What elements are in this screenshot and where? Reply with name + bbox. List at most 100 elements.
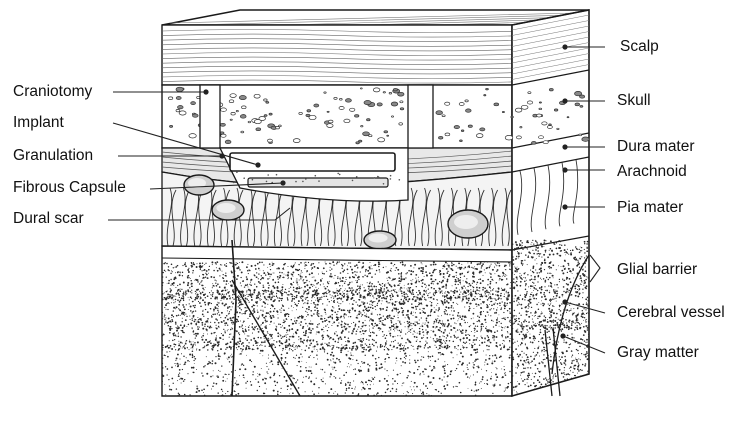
stipple-dot	[404, 302, 406, 304]
stipple-dot	[184, 347, 186, 349]
stipple-dot	[282, 305, 284, 307]
stipple-dot	[212, 286, 213, 287]
stipple-dot	[231, 354, 232, 355]
stipple-dot	[351, 281, 352, 282]
stipple-dot	[356, 272, 357, 273]
stipple-dot	[410, 273, 412, 275]
stipple-dot	[506, 297, 507, 298]
stipple-dot	[290, 265, 292, 267]
stipple-dot	[552, 305, 554, 307]
stipple-dot	[386, 335, 387, 336]
stipple-dot	[413, 386, 414, 387]
stipple-dot	[496, 357, 497, 358]
stipple-dot	[430, 315, 432, 317]
stipple-dot	[267, 296, 269, 298]
stipple-dot	[322, 338, 323, 339]
stipple-dot	[553, 243, 555, 245]
stipple-dot	[338, 305, 339, 306]
stipple-dot	[185, 262, 186, 263]
stipple-dot	[456, 266, 457, 267]
stipple-dot	[388, 375, 389, 376]
stipple-dot	[275, 282, 277, 284]
stipple-dot	[253, 292, 254, 293]
stipple-dot	[445, 287, 447, 289]
stipple-dot	[299, 286, 300, 287]
stipple-dot	[384, 378, 386, 380]
stipple-dot	[423, 335, 424, 336]
stipple-dot	[496, 368, 497, 369]
stipple-dot	[312, 391, 313, 392]
stipple-dot	[330, 388, 332, 390]
stipple-dot	[300, 338, 302, 340]
stipple-dot	[379, 323, 380, 324]
stipple-dot	[241, 291, 242, 292]
stipple-dot	[497, 307, 498, 308]
stipple-dot	[400, 281, 402, 283]
stipple-dot	[357, 280, 358, 281]
stipple-dot	[318, 316, 319, 317]
stipple-dot	[453, 357, 454, 358]
stipple-dot	[212, 386, 214, 388]
stipple-dot	[417, 323, 418, 324]
stipple-dot	[414, 296, 415, 297]
stipple-dot	[270, 274, 272, 276]
stipple-dot	[311, 272, 313, 274]
stipple-dot	[364, 298, 365, 299]
stipple-dot	[268, 354, 269, 355]
stipple-dot	[351, 298, 353, 300]
stipple-dot	[212, 360, 214, 362]
stipple-dot	[300, 297, 301, 298]
stipple-dot	[210, 342, 212, 344]
stipple-dot	[288, 308, 289, 309]
stipple-dot	[487, 349, 488, 350]
stipple-dot	[384, 288, 385, 289]
stipple-dot	[584, 314, 585, 315]
stipple-dot	[269, 314, 270, 315]
stipple-dot	[576, 249, 577, 250]
stipple-dot	[389, 317, 390, 318]
stipple-dot	[265, 318, 266, 319]
stipple-dot	[407, 294, 408, 295]
stipple-dot	[239, 354, 240, 355]
stipple-dot	[580, 277, 582, 279]
stipple-dot	[493, 308, 494, 309]
stipple-dot	[320, 344, 322, 346]
stipple-dot	[382, 283, 383, 284]
stipple-dot	[458, 284, 459, 285]
stipple-dot	[182, 295, 184, 297]
stipple-dot	[292, 336, 294, 338]
stipple-dot	[243, 342, 244, 343]
stipple-dot	[492, 355, 493, 356]
stipple-dot	[203, 277, 205, 279]
stipple-dot	[553, 327, 554, 328]
stipple-dot	[411, 280, 412, 281]
stipple-dot	[501, 323, 502, 324]
stipple-dot	[357, 282, 358, 283]
stipple-dot	[167, 322, 169, 324]
stipple-dot	[221, 389, 223, 391]
stipple-dot	[441, 315, 442, 316]
stipple-dot	[219, 371, 220, 372]
stipple-dot	[473, 281, 475, 283]
stipple-dot	[244, 311, 245, 312]
stipple-dot	[247, 318, 248, 319]
stipple-dot	[303, 332, 304, 333]
stipple-dot	[289, 288, 290, 289]
stipple-dot	[392, 318, 394, 320]
stipple-dot	[241, 309, 242, 310]
stipple-dot	[331, 360, 332, 361]
stipple-dot	[175, 293, 177, 295]
stipple-dot	[489, 304, 490, 305]
stipple-dot	[561, 266, 562, 267]
stipple-dot	[344, 290, 345, 291]
stipple-dot	[317, 297, 319, 299]
stipple-dot	[352, 346, 353, 347]
stipple-dot	[549, 292, 550, 293]
stipple-dot	[166, 276, 167, 277]
stipple-dot	[557, 290, 558, 291]
stipple-dot	[251, 296, 253, 298]
stipple-dot	[199, 327, 200, 328]
stipple-dot	[500, 348, 501, 349]
stipple-dot	[191, 283, 193, 285]
stipple-dot	[356, 275, 357, 276]
